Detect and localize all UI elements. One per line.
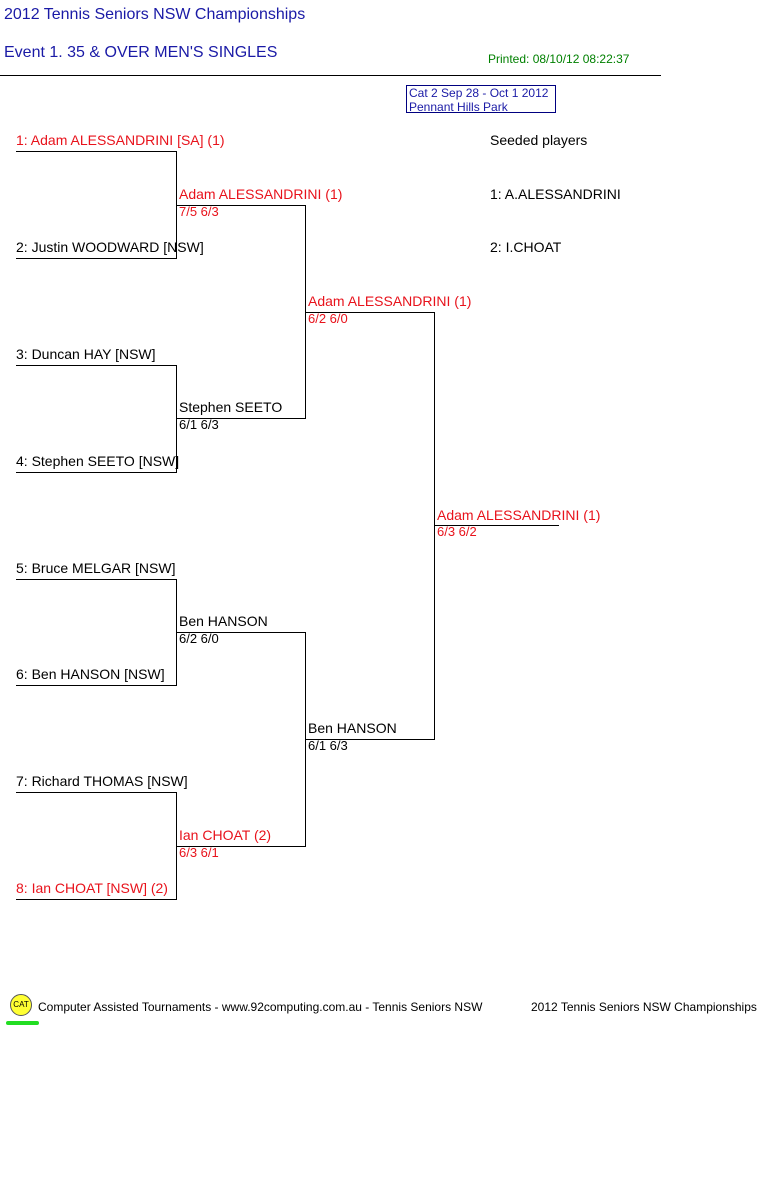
r1-connector-4 bbox=[176, 792, 177, 900]
r2-score-4: 6/3 6/1 bbox=[179, 845, 219, 860]
r1-line-5 bbox=[16, 579, 177, 580]
r1-player-8: 8: Ian CHOAT [NSW] (2) bbox=[16, 880, 168, 896]
sf-line-1 bbox=[306, 312, 435, 313]
r1-player-6: 6: Ben HANSON [NSW] bbox=[16, 666, 165, 682]
header-divider bbox=[0, 75, 661, 76]
r1-player-1: 1: Adam ALESSANDRINI [SA] (1) bbox=[16, 132, 225, 148]
seed-2: 2: I.CHOAT bbox=[490, 239, 562, 255]
r2-winner-1: Adam ALESSANDRINI (1) bbox=[179, 186, 343, 202]
r2-line-1 bbox=[177, 205, 306, 206]
r1-player-3: 3: Duncan HAY [NSW] bbox=[16, 346, 156, 362]
seeds-heading: Seeded players bbox=[490, 132, 588, 148]
category-box: Cat 2 Sep 28 - Oct 1 2012 Pennant Hills … bbox=[406, 85, 556, 114]
cat-logo-underline bbox=[6, 1021, 39, 1025]
r1-line-6 bbox=[16, 685, 177, 686]
cat-logo-icon: CAT bbox=[10, 994, 32, 1016]
r1-line-8 bbox=[16, 899, 177, 900]
printed-timestamp: Printed: 08/10/12 08:22:37 bbox=[488, 52, 630, 66]
category-venue: Pennant Hills Park bbox=[409, 100, 508, 114]
footer-right: 2012 Tennis Seniors NSW Championships bbox=[531, 1000, 757, 1014]
sf-winner-2: Ben HANSON bbox=[308, 720, 397, 736]
r1-line-7 bbox=[16, 792, 177, 793]
r2-score-3: 6/2 6/0 bbox=[179, 631, 219, 646]
r1-connector-1 bbox=[176, 151, 177, 259]
final-line bbox=[435, 525, 559, 526]
r1-connector-2 bbox=[176, 365, 177, 473]
event-title: Event 1. 35 & OVER MEN'S SINGLES bbox=[4, 44, 278, 61]
tournament-title: 2012 Tennis Seniors NSW Championships bbox=[4, 6, 306, 23]
r1-connector-3 bbox=[176, 579, 177, 686]
r1-line-1 bbox=[16, 151, 177, 152]
r2-winner-4: Ian CHOAT (2) bbox=[179, 827, 272, 843]
r2-connector-2 bbox=[305, 632, 306, 847]
r2-score-2: 6/1 6/3 bbox=[179, 417, 219, 432]
r1-line-4 bbox=[16, 472, 177, 473]
sf-score-2: 6/1 6/3 bbox=[308, 738, 348, 753]
seed-1: 1: A.ALESSANDRINI bbox=[490, 186, 621, 202]
category-dates: Cat 2 Sep 28 - Oct 1 2012 bbox=[409, 86, 549, 100]
champion-name: Adam ALESSANDRINI (1) bbox=[437, 507, 601, 523]
r1-line-3 bbox=[16, 365, 177, 366]
r1-line-2 bbox=[16, 258, 177, 259]
sf-score-1: 6/2 6/0 bbox=[308, 311, 348, 326]
footer-credit: Computer Assisted Tournaments - www.92co… bbox=[38, 1000, 483, 1014]
r2-line-3 bbox=[177, 632, 306, 633]
r2-line-2 bbox=[177, 418, 306, 419]
r2-score-1: 7/5 6/3 bbox=[179, 204, 219, 219]
r2-connector-1 bbox=[305, 205, 306, 419]
r1-player-2: 2: Justin WOODWARD [NSW] bbox=[16, 239, 204, 255]
r1-player-5: 5: Bruce MELGAR [NSW] bbox=[16, 560, 176, 576]
r2-winner-2: Stephen SEETO bbox=[179, 399, 283, 415]
r2-line-4 bbox=[177, 846, 306, 847]
r2-winner-3: Ben HANSON bbox=[179, 613, 268, 629]
r1-player-4: 4: Stephen SEETO [NSW] bbox=[16, 453, 180, 469]
final-score: 6/3 6/2 bbox=[437, 524, 477, 539]
sf-line-2 bbox=[306, 739, 435, 740]
r1-player-7: 7: Richard THOMAS [NSW] bbox=[16, 773, 188, 789]
sf-winner-1: Adam ALESSANDRINI (1) bbox=[308, 293, 472, 309]
sf-connector bbox=[434, 312, 435, 740]
